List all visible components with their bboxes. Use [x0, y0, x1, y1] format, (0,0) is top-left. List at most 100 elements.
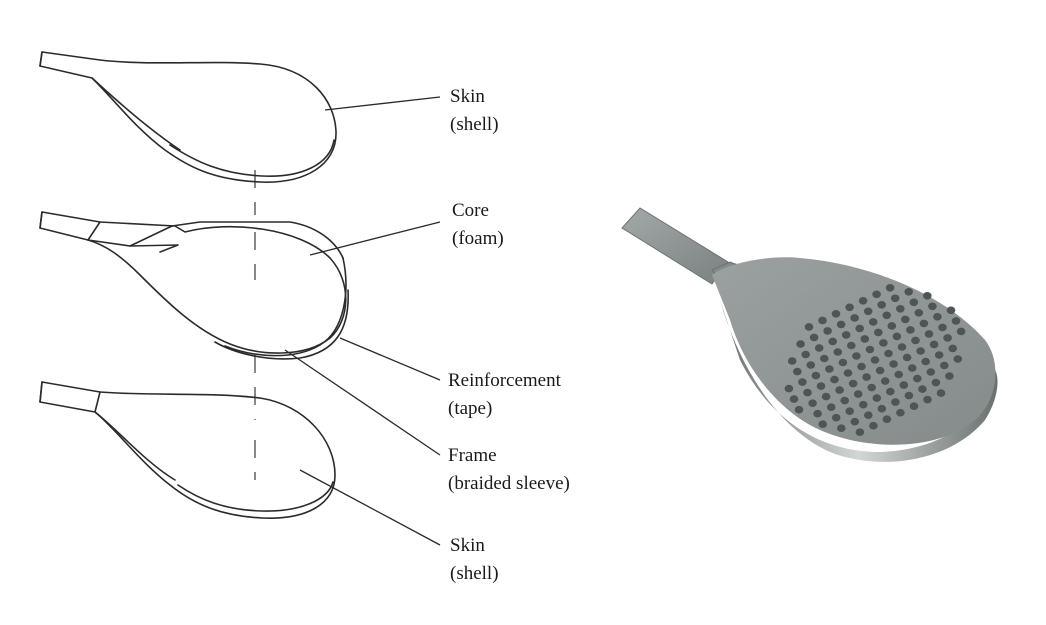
racket-hole	[876, 367, 885, 375]
core-foam	[40, 212, 348, 359]
racket-hole	[861, 335, 870, 343]
racket-hole	[940, 362, 949, 370]
racket-hole	[886, 388, 895, 396]
racket-hole	[869, 422, 878, 430]
racket-hole	[896, 305, 905, 313]
racket-hole	[947, 307, 956, 315]
racket-hole	[859, 297, 868, 305]
racket-hole	[925, 330, 934, 338]
racket-hole	[827, 403, 836, 411]
label-skin-bottom-sub: (shell)	[450, 563, 499, 584]
racket-hole	[898, 343, 907, 351]
racket-hole	[873, 394, 882, 402]
top-skin-shell	[40, 52, 336, 182]
racket-hole	[872, 291, 881, 299]
racket-hole	[825, 365, 834, 373]
racket-hole	[852, 352, 861, 360]
racket-hole	[933, 313, 942, 321]
racket-hole	[877, 301, 886, 309]
racket-hole	[856, 428, 865, 436]
racket-hole	[921, 358, 930, 366]
racket-hole	[823, 327, 832, 335]
racket-hole	[888, 322, 897, 330]
racket-hole	[785, 385, 794, 393]
racket-hole	[864, 308, 873, 316]
racket-hole	[879, 339, 888, 347]
racket-hole	[847, 342, 856, 350]
racket-hole	[900, 381, 909, 389]
racket-hole	[954, 355, 963, 363]
racket-hole	[883, 415, 892, 423]
racket-hole	[923, 292, 932, 300]
racket-hole	[943, 334, 952, 342]
racket-hole	[822, 393, 831, 401]
racket-hole	[859, 401, 868, 409]
racket-hole	[904, 288, 913, 296]
racket-hole	[817, 382, 826, 390]
racket-hole	[849, 380, 858, 388]
racket-hole	[815, 344, 824, 352]
racket-hole	[893, 333, 902, 341]
racket-hole	[837, 321, 846, 329]
racket-hole	[867, 384, 876, 392]
racket-hole	[891, 398, 900, 406]
racket-hole	[915, 309, 924, 317]
racket-hole	[837, 424, 846, 432]
racket-hole	[857, 363, 866, 371]
racket-hole	[901, 316, 910, 324]
racket-hole	[945, 372, 954, 380]
racket-hole	[928, 303, 937, 311]
racket-hole	[834, 348, 843, 356]
racket-hole	[818, 317, 827, 325]
racket-hole	[790, 395, 799, 403]
racket-hole	[935, 351, 944, 359]
racket-hole	[911, 337, 920, 345]
racket-hole	[918, 385, 927, 393]
racket-hole	[812, 372, 821, 380]
racket-hole	[927, 368, 936, 376]
racket-hole	[957, 328, 966, 336]
racket-hole	[908, 364, 917, 372]
label-frame: Frame	[448, 445, 497, 466]
racket-hole	[803, 389, 812, 397]
racket-hole	[864, 411, 873, 419]
racket-hole	[932, 379, 941, 387]
racket-hole	[889, 360, 898, 368]
racket-hole	[923, 396, 932, 404]
racket-hole	[808, 399, 817, 407]
racket-hole	[807, 361, 816, 369]
racket-hole	[793, 368, 802, 376]
racket-hole	[832, 414, 841, 422]
leader-frame	[285, 350, 440, 455]
racket-hole	[866, 346, 875, 354]
racket-hole	[930, 341, 939, 349]
racket-hole	[874, 329, 883, 337]
racket-hole	[805, 323, 814, 331]
racket-hole	[798, 378, 807, 386]
racket-hole	[850, 314, 859, 322]
racket-hole	[801, 351, 810, 359]
label-frame-sub: (braided sleeve)	[448, 473, 570, 494]
racket-hole	[862, 373, 871, 381]
label-core: Core	[452, 200, 489, 221]
racket-hole	[871, 356, 880, 364]
racket-hole	[810, 334, 819, 342]
label-reinforcement: Reinforcement	[448, 370, 562, 391]
label-skin-bottom: Skin	[450, 535, 485, 556]
racket-hole	[896, 409, 905, 417]
racket-hole	[916, 347, 925, 355]
racket-hole	[795, 406, 804, 414]
leader-lines	[285, 97, 440, 545]
racket-hole	[851, 418, 860, 426]
racket-hole	[910, 402, 919, 410]
racket-3d-render	[622, 208, 998, 462]
racket-hole	[878, 405, 887, 413]
racket-hole	[881, 377, 890, 385]
label-skin-top-sub: (shell)	[450, 114, 499, 135]
racket-hole	[839, 359, 848, 367]
racket-hole	[796, 340, 805, 348]
racket-hole	[938, 324, 947, 332]
racket-hole	[913, 375, 922, 383]
racket-hole	[906, 326, 915, 334]
racket-hole	[952, 317, 961, 325]
